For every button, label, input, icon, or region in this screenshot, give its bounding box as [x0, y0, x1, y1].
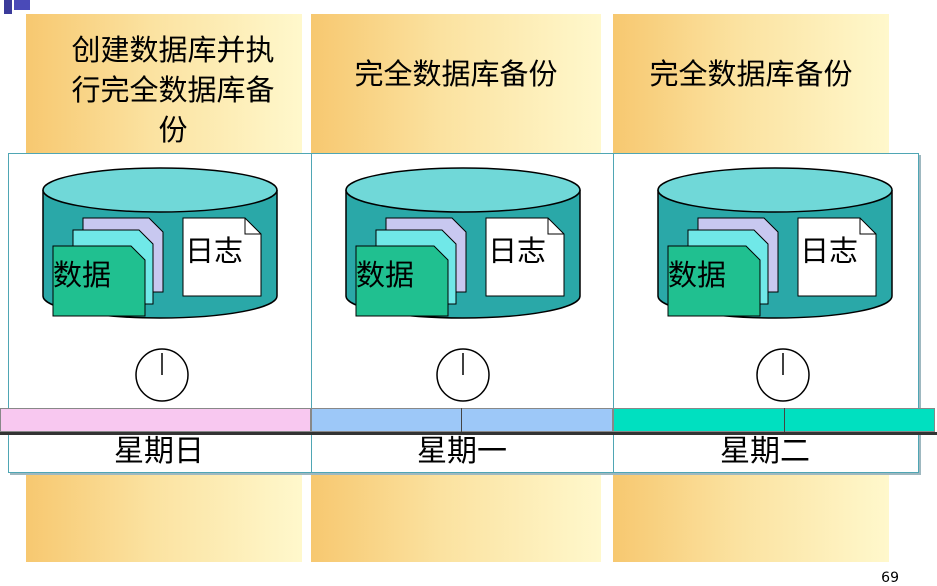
database-drum-icon [42, 167, 278, 402]
data-label: 数据 [53, 258, 112, 292]
day-label-tuesday: 星期二 [720, 434, 810, 469]
log-label: 日志 [800, 234, 859, 268]
day-label-monday: 星期一 [417, 434, 507, 469]
log-label: 日志 [185, 234, 244, 268]
timeline-bar-monday [311, 408, 613, 432]
column-title-monday: 完全数据库备份 [354, 57, 558, 91]
data-label: 数据 [356, 258, 415, 292]
database-drum-icon [657, 167, 893, 402]
column-title-sunday: 创建数据库并执行完全数据库备份 [71, 33, 275, 147]
timeline-bar-sunday [0, 408, 311, 432]
slide-corner-mark [0, 0, 30, 14]
day-label-sunday: 星期日 [114, 434, 204, 469]
timeline-tick [784, 408, 785, 432]
database-drum-icon [345, 167, 581, 402]
log-label: 日志 [488, 234, 547, 268]
timeline-axis [0, 432, 937, 435]
timeline-bar-tuesday [613, 408, 935, 432]
data-label: 数据 [668, 258, 727, 292]
column-title-tuesday: 完全数据库备份 [649, 57, 853, 91]
page-number: 69 [881, 570, 899, 586]
timeline-tick [461, 408, 462, 432]
